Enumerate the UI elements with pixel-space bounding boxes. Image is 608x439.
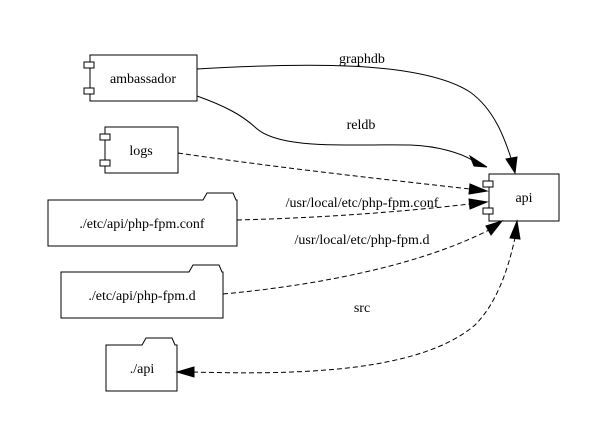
arrowhead-icon [505, 156, 518, 175]
edge-php-fpm-d: /usr/local/etc/php-fpm.d [222, 220, 504, 295]
component-port-icon [83, 87, 95, 95]
component-port-icon [99, 159, 111, 167]
arrowhead-icon [485, 220, 504, 236]
node-label-api-folder: ./api [130, 362, 155, 377]
edge-logs [177, 152, 489, 195]
component-port-icon [482, 207, 494, 215]
arrowhead-icon [509, 219, 521, 240]
component-port-icon [83, 61, 95, 69]
arrowhead-icon [175, 366, 195, 378]
edge-label-reldb: reldb [347, 118, 376, 133]
component-port-icon [99, 133, 111, 141]
edge-label-src: src [354, 301, 370, 316]
arrowhead-icon [468, 154, 488, 168]
edge-label-graphdb: graphdb [339, 52, 385, 67]
node-api[interactable]: api [482, 173, 560, 222]
node-label-logs: logs [129, 144, 152, 159]
node-logs[interactable]: logs [99, 126, 179, 174]
edge-label-php-fpm-conf: /usr/local/etc/php-fpm.conf [286, 196, 439, 211]
node-label-php-fpm-conf: ./etc/api/php-fpm.conf [79, 217, 205, 232]
node-api-folder[interactable]: ./api [105, 337, 178, 392]
edge-php-fpm-conf: /usr/local/etc/php-fpm.conf [236, 196, 489, 221]
arrowhead-icon [468, 183, 489, 195]
edge-label-php-fpm-d: /usr/local/etc/php-fpm.d [295, 233, 430, 248]
node-php-fpm-conf-folder[interactable]: ./etc/api/php-fpm.conf [47, 192, 238, 247]
node-label-ambassador: ambassador [110, 72, 176, 87]
node-ambassador[interactable]: ambassador [83, 54, 198, 102]
edge-graphdb: graphdb [196, 52, 518, 175]
node-label-api: api [515, 191, 532, 206]
edge-src: src [175, 219, 521, 378]
node-label-php-fpm-d: ./etc/api/php-fpm.d [88, 289, 195, 304]
component-port-icon [482, 180, 494, 188]
edge-reldb: reldb [196, 95, 488, 168]
node-php-fpm-d-folder[interactable]: ./etc/api/php-fpm.d [60, 264, 224, 319]
arrowhead-icon [468, 198, 489, 210]
